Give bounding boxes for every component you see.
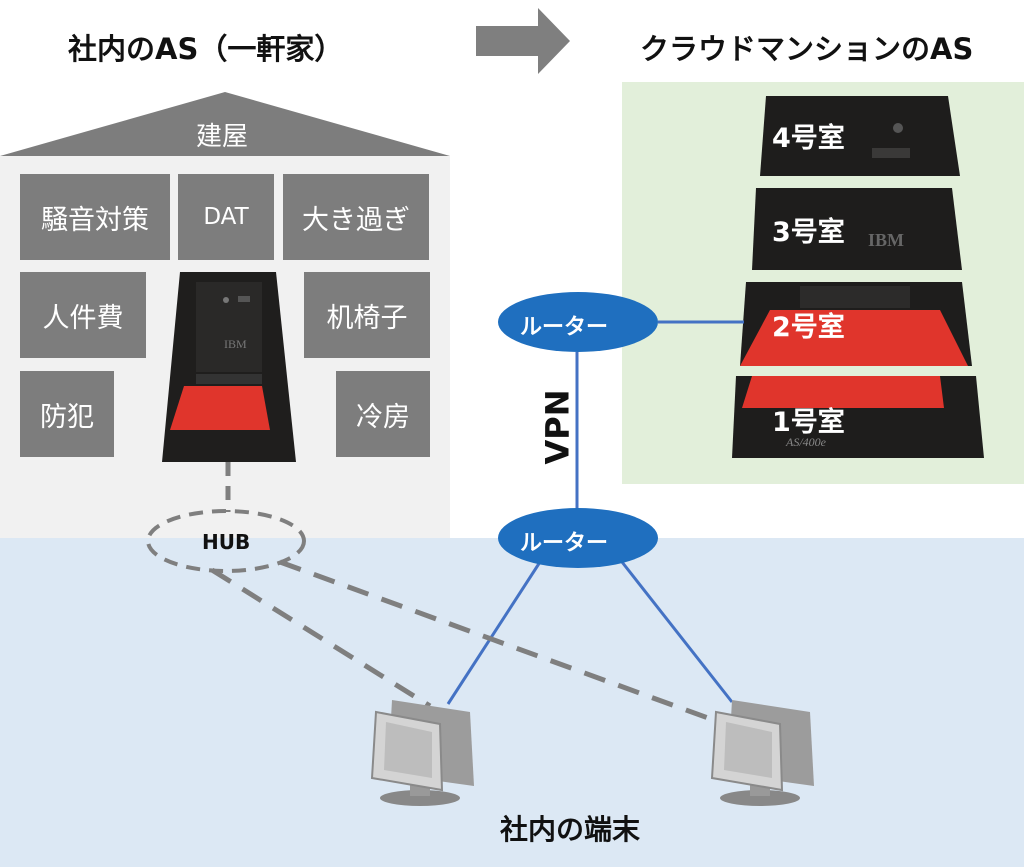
room-1-label: 1号室 (772, 407, 845, 438)
hub-label: HUB (202, 530, 251, 554)
house-roof (0, 92, 450, 156)
room-4-label: 4号室 (772, 123, 845, 154)
item-security: 防犯 (20, 371, 114, 457)
router-top-shape (498, 292, 658, 352)
terminal-left-icon (370, 700, 474, 806)
vpn-label: VPN (538, 389, 577, 465)
svg-text:AS/400e: AS/400e (785, 435, 827, 449)
item-dat: DAT (178, 174, 274, 260)
hub-shape (146, 509, 306, 573)
roof-label: 建屋 (196, 122, 249, 152)
item-furniture: 机椅子 (304, 272, 430, 358)
svg-text:IBM: IBM (224, 337, 247, 351)
house-server-icon: IBM (162, 272, 296, 462)
terminal-right-icon (710, 700, 814, 806)
hub-to-terminal-left-link (210, 567, 432, 709)
item-too-big: 大き過ぎ (283, 174, 429, 260)
router-to-terminal-left-link (446, 561, 542, 705)
router-top-label: ルーター (520, 315, 609, 340)
router-bottom-label: ルーター (520, 531, 609, 556)
hub-to-terminal-right-link (279, 559, 731, 729)
svg-text:IBM: IBM (868, 230, 904, 250)
router-bottom-shape (498, 508, 658, 568)
item-noise: 騒音対策 (20, 174, 170, 260)
terminals-label: 社内の端末 (500, 813, 641, 846)
transition-arrow-icon (476, 8, 570, 74)
item-cooling: 冷房 (336, 371, 430, 457)
left-title: 社内のAS（一軒家） (68, 32, 344, 66)
router-to-terminal-right-link (620, 561, 734, 703)
right-title: クラウドマンションのAS (640, 32, 974, 66)
item-labor: 人件費 (20, 272, 146, 358)
room-2-label: 2号室 (772, 312, 845, 343)
cloud-server-icon: IBM AS/400e (732, 96, 984, 458)
room-3-label: 3号室 (772, 217, 845, 248)
lan-area (0, 538, 1024, 867)
